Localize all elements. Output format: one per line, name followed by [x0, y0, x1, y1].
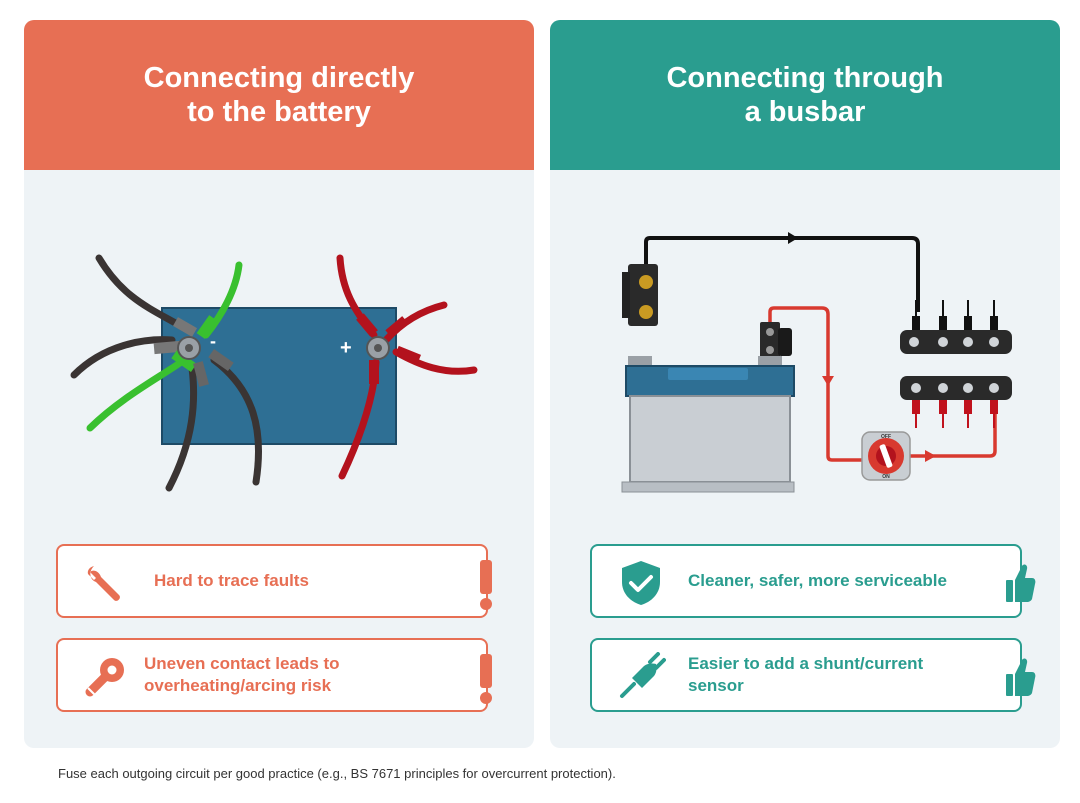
- direct-battery-heading: Connecting directly to the battery: [24, 20, 534, 170]
- wrench-icon: [87, 566, 120, 601]
- shunt-sensor-card: Easier to add a shunt/current sensor: [590, 638, 1036, 712]
- overheating-text: Uneven contact leads to overheating/arci…: [144, 654, 340, 695]
- exclamation-icon: [480, 654, 492, 704]
- busbar-panel: Connecting through a busbar: [550, 20, 1060, 748]
- switch-off-label: OFF: [881, 434, 891, 440]
- plug-icon: [620, 652, 666, 698]
- negative-circuit-line: [644, 236, 920, 312]
- positive-sign: +: [340, 337, 352, 359]
- flow-arrow-black: [788, 232, 798, 244]
- footnote: Fuse each outgoing circuit per good prac…: [58, 766, 616, 781]
- terminal-fuse: [760, 322, 792, 362]
- direct-battery-panel: Connecting directly to the battery -: [24, 20, 534, 748]
- overheating-card: Uneven contact leads to overheating/arci…: [56, 638, 492, 712]
- battery: [621, 356, 795, 493]
- positive-busbar: [900, 376, 1012, 428]
- thumbs-up-icon: [1006, 658, 1036, 696]
- fault-trace-card: Hard to trace faults: [56, 544, 492, 618]
- exclamation-icon: [480, 560, 492, 610]
- black-wire-3: [165, 364, 198, 492]
- black-wire-4: [210, 356, 262, 486]
- battery-switch: OFF ON: [861, 431, 911, 481]
- thumbs-up-icon: [1006, 564, 1036, 602]
- shunt-sensor-text: Easier to add a shunt/current sensor: [688, 654, 924, 695]
- positive-lugs: [356, 313, 421, 384]
- direct-battery-title: Connecting directly to the battery: [143, 62, 415, 128]
- negative-sign: -: [210, 331, 216, 351]
- busbar-heading: Connecting through a busbar: [550, 20, 1060, 170]
- shield-check-icon: [622, 561, 660, 605]
- black-wire-2: [70, 336, 176, 379]
- serviceable-card: Cleaner, safer, more serviceable: [590, 544, 1036, 618]
- ring-terminal-icon: [85, 658, 124, 697]
- green-wire-2: [86, 356, 188, 432]
- serviceable-text: Cleaner, safer, more serviceable: [688, 571, 947, 590]
- flow-arrow-red-right: [925, 450, 936, 462]
- switch-on-label: ON: [882, 474, 890, 480]
- fault-trace-text: Hard to trace faults: [154, 571, 309, 590]
- flow-arrow-red-down: [822, 376, 834, 386]
- inline-fuse: [622, 264, 658, 326]
- black-wire-1: [95, 254, 188, 332]
- negative-lugs: [153, 315, 234, 387]
- busbar-title: Connecting through a busbar: [666, 62, 944, 128]
- positive-circuit-line: [768, 306, 862, 462]
- direct-battery-illustration: - +: [70, 254, 478, 492]
- busbar-illustration: OFF ON: [621, 232, 1012, 493]
- negative-busbar: [900, 300, 1012, 354]
